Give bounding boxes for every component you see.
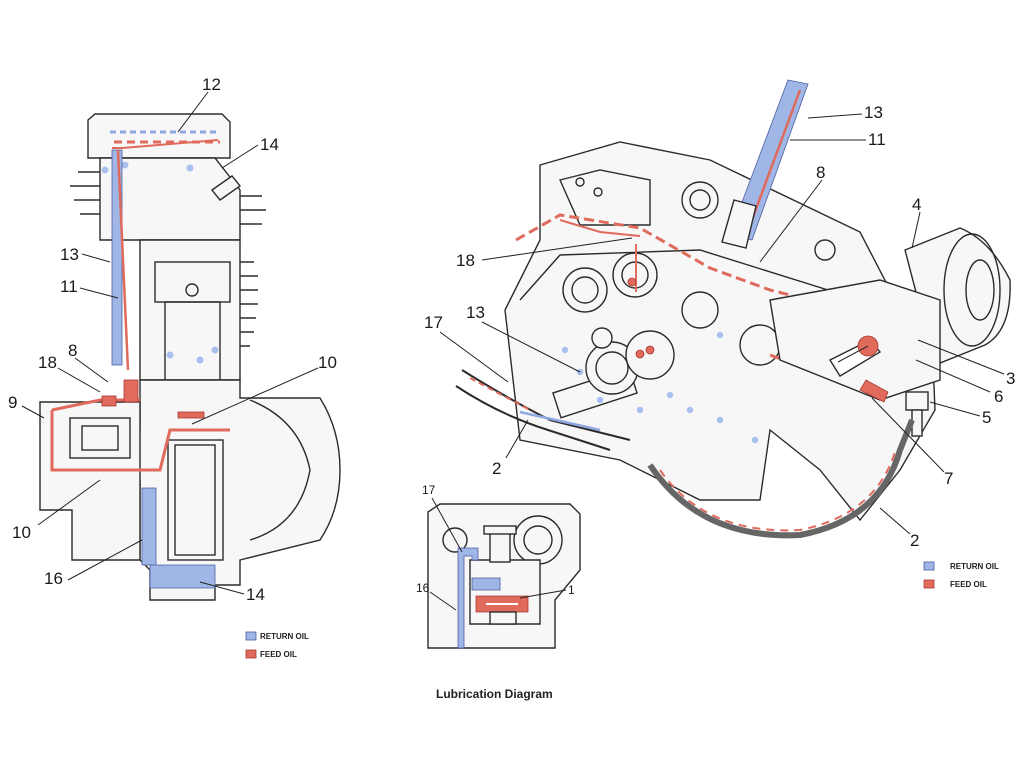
return-oil-swatch bbox=[245, 631, 257, 641]
callout-5: 5 bbox=[982, 408, 991, 427]
callout-8-right: 8 bbox=[816, 163, 825, 182]
callout-12: 12 bbox=[202, 75, 221, 94]
callout-18-left: 18 bbox=[38, 353, 57, 372]
oil-pump-inset: 17 16 1 bbox=[416, 483, 581, 649]
callout-18-right: 18 bbox=[456, 251, 475, 270]
left-callouts: 12 14 13 11 18 8 9 10 10 16 14 bbox=[8, 75, 337, 604]
callout-1-inset: 1 bbox=[568, 583, 575, 597]
feed-oil-legend-right: FEED OIL bbox=[950, 580, 987, 589]
callout-14-bottom: 14 bbox=[246, 585, 265, 604]
feed-oil-swatch-right bbox=[923, 579, 935, 589]
callout-11-right: 11 bbox=[868, 130, 886, 149]
callout-9: 9 bbox=[8, 393, 17, 412]
callout-16-left: 16 bbox=[44, 569, 63, 588]
callout-3: 3 bbox=[1006, 369, 1015, 388]
diagram-caption: Lubrication Diagram bbox=[436, 687, 553, 701]
right-callouts: 13 11 8 4 18 17 13 3 6 5 7 2 2 bbox=[424, 103, 1015, 550]
callout-7: 7 bbox=[944, 469, 953, 488]
callout-13-lower: 13 bbox=[466, 303, 485, 322]
feed-oil-legend: FEED OIL bbox=[260, 650, 297, 659]
return-oil-legend-right: RETURN OIL bbox=[950, 562, 999, 571]
return-oil-swatch-right bbox=[923, 561, 935, 571]
callout-17-inset: 17 bbox=[422, 483, 436, 497]
callout-2-right: 2 bbox=[910, 531, 919, 550]
callout-16-inset: 16 bbox=[416, 581, 430, 595]
callout-10-right: 10 bbox=[318, 353, 337, 372]
callout-4: 4 bbox=[912, 195, 921, 214]
callout-6: 6 bbox=[994, 387, 1003, 406]
callout-17-right: 17 bbox=[424, 313, 443, 332]
callout-13-right: 13 bbox=[864, 103, 883, 122]
callout-14-top: 14 bbox=[260, 135, 279, 154]
engine-cross-section: RETURN OIL FEED OIL bbox=[39, 113, 341, 659]
callout-11-left: 11 bbox=[60, 277, 78, 296]
return-oil-legend: RETURN OIL bbox=[260, 632, 309, 641]
callout-10-bottom: 10 bbox=[12, 523, 31, 542]
callout-13-left: 13 bbox=[60, 245, 79, 264]
callout-8-left: 8 bbox=[68, 341, 77, 360]
crankcase-perspective-view: RETURN OIL FEED OIL bbox=[455, 79, 1011, 589]
callout-2-left: 2 bbox=[492, 459, 501, 478]
feed-oil-swatch bbox=[245, 649, 257, 659]
